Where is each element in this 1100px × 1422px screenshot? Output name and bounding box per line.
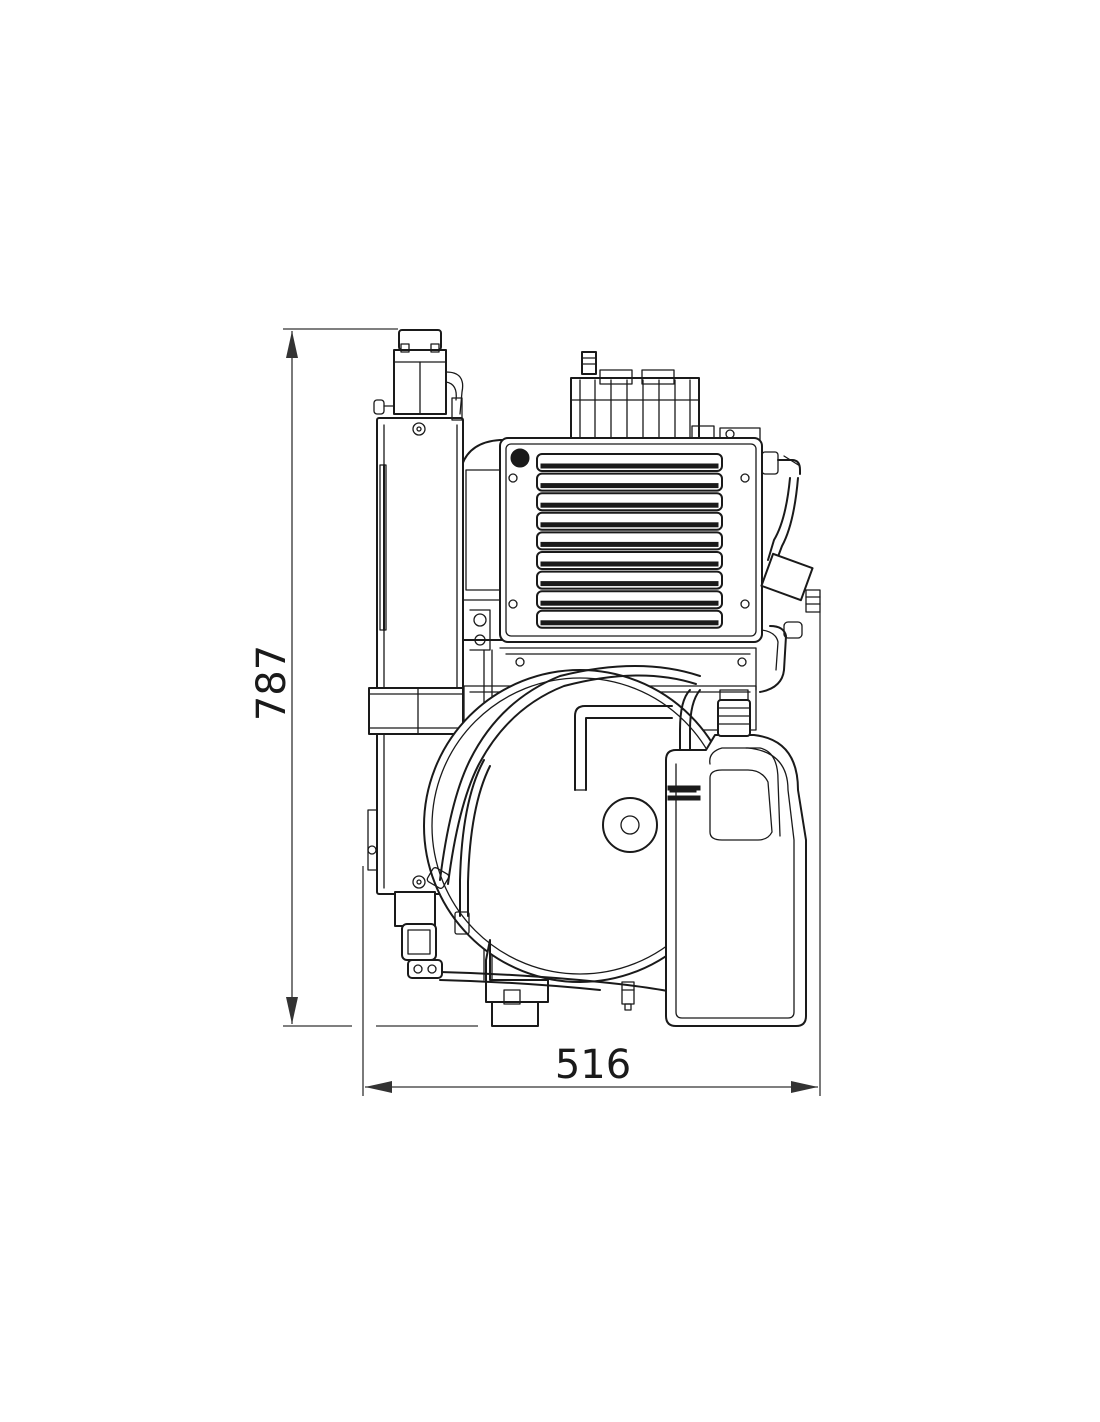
louver-shadow bbox=[540, 561, 719, 567]
louver-shadow bbox=[540, 463, 719, 469]
width-arrow-left bbox=[365, 1081, 392, 1093]
height-arrow-bottom bbox=[286, 997, 298, 1024]
height-dimension-label: 787 bbox=[249, 645, 295, 721]
width-dimension: 516 bbox=[362, 612, 821, 1096]
pressure-switch bbox=[373, 329, 464, 421]
solenoid-valve bbox=[394, 867, 470, 979]
cylinder-head bbox=[570, 351, 761, 441]
outlet-fittings bbox=[759, 451, 821, 693]
louver-shadow bbox=[540, 620, 719, 626]
air-tank bbox=[423, 669, 737, 983]
tank-drain-boss bbox=[602, 797, 658, 853]
tank-feet bbox=[485, 939, 635, 1027]
width-dimension-label: 516 bbox=[555, 1042, 631, 1088]
louver-shadow bbox=[540, 600, 719, 606]
air-hoses bbox=[439, 665, 701, 1001]
width-arrow-right bbox=[791, 1081, 818, 1093]
cover-logo-icon bbox=[510, 448, 530, 468]
panel-clamp-band bbox=[368, 687, 464, 735]
condensate-bottle bbox=[665, 689, 807, 1027]
louver-shadow bbox=[540, 522, 719, 528]
louver-shadow bbox=[540, 483, 719, 489]
louver-shadow bbox=[540, 541, 719, 547]
louver-shadow bbox=[540, 581, 719, 587]
bottle-cap bbox=[717, 699, 751, 737]
height-arrow-top bbox=[286, 331, 298, 358]
cooling-louvers bbox=[536, 453, 723, 629]
louver-shadow bbox=[540, 502, 719, 508]
bottle-label-sticker bbox=[667, 785, 701, 791]
height-dimension: 787 bbox=[249, 328, 478, 1027]
